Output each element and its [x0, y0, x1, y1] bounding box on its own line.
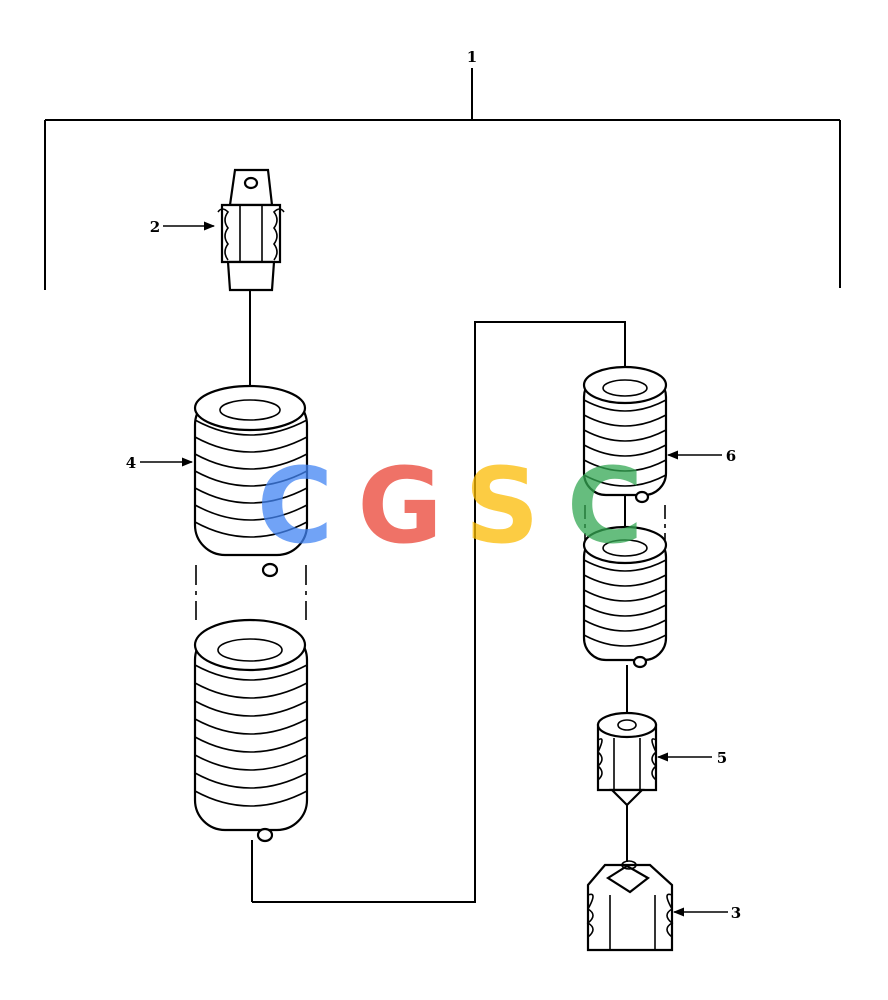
connector-route — [249, 290, 628, 903]
watermark-letter-1: C — [257, 445, 333, 567]
spring-small-lower — [582, 525, 668, 669]
callout-arrows — [140, 221, 728, 917]
break-lines-right — [584, 505, 666, 540]
spring-large-upper — [193, 384, 309, 578]
callout-1: 1 — [467, 48, 477, 66]
callout-4: 4 — [126, 454, 136, 472]
callout-2: 2 — [150, 218, 160, 236]
base-nut — [586, 860, 674, 952]
adjuster-stud — [217, 168, 285, 292]
spring-large-lower — [193, 618, 309, 843]
watermark-letter-4: C — [567, 445, 643, 567]
watermark-letter-2: G — [357, 445, 442, 567]
callout-5: 5 — [717, 749, 727, 767]
spring-small-upper — [582, 365, 668, 504]
watermark-letter-3: S — [465, 445, 540, 567]
threaded-nut-small — [596, 711, 658, 807]
break-lines-left — [195, 565, 307, 620]
callout-6: 6 — [726, 447, 736, 465]
callout-3: 3 — [731, 904, 741, 922]
assembly-bracket — [44, 68, 841, 290]
watermark-logo: C G S C — [257, 445, 643, 567]
